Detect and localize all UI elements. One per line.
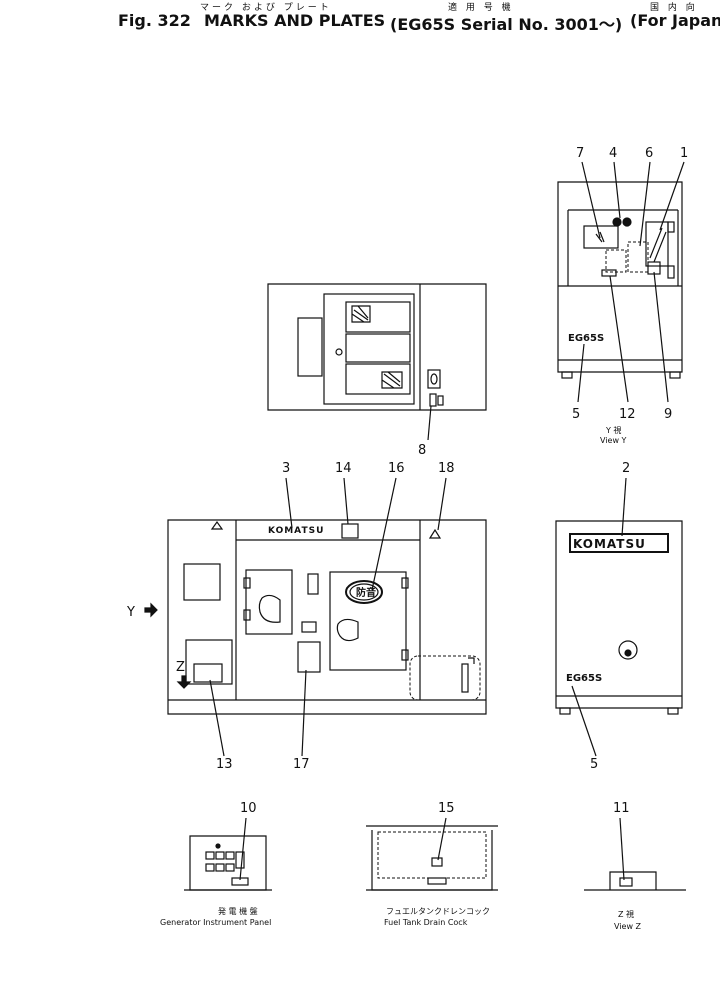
model-mark-front: EG65S xyxy=(566,673,602,684)
callout-11: 11 xyxy=(613,801,630,816)
view-z-caption: View Z xyxy=(614,922,642,931)
header-jp-market: 国 内 向 xyxy=(650,3,698,13)
callout-7: 7 xyxy=(576,146,584,161)
callout-12: 12 xyxy=(619,407,636,422)
view-z-caption-jp: Z 視 xyxy=(618,910,634,919)
view-y-caption: View Y xyxy=(600,436,627,445)
header-jp-title: マーク および プレート xyxy=(200,3,332,13)
komatsu-mark-side: KOMATSU xyxy=(268,526,324,536)
callout-2: 2 xyxy=(622,461,630,476)
view-z-marker: Z xyxy=(176,660,185,675)
callout-5-front: 5 xyxy=(590,757,598,772)
callout-4: 4 xyxy=(609,146,617,161)
view-y-marker: Y xyxy=(126,605,135,620)
komatsu-plate-front: KOMATSU xyxy=(573,537,646,551)
callout-16: 16 xyxy=(388,461,405,476)
figure-number: Fig. 322 xyxy=(118,11,191,30)
callout-9: 9 xyxy=(664,407,672,422)
front-view-drawing xyxy=(555,520,683,715)
callout-8: 8 xyxy=(418,443,426,458)
callout-5-view-y: 5 xyxy=(572,407,580,422)
drain-cock-caption: Fuel Tank Drain Cock xyxy=(384,918,468,927)
instrument-panel-caption-jp: 発 電 機 盤 xyxy=(218,906,258,916)
callout-6: 6 xyxy=(645,146,653,161)
callout-10: 10 xyxy=(240,801,257,816)
header-jp-applicable: 適 用 号 機 xyxy=(448,3,514,13)
callout-18: 18 xyxy=(438,461,455,476)
callout-13: 13 xyxy=(216,757,233,772)
model-mark-view-y: EG65S xyxy=(568,333,604,344)
soundproof-mark: 防音 xyxy=(356,586,376,599)
drain-cock-caption-jp: フュエルタンクドレンコック xyxy=(386,907,490,916)
drain-cock-drawing xyxy=(366,825,498,891)
page-title: MARKS AND PLATES xyxy=(204,11,386,30)
leader-lines xyxy=(209,161,685,881)
control-panel-view xyxy=(267,283,487,441)
callout-1: 1 xyxy=(680,146,688,161)
callout-15: 15 xyxy=(438,801,455,816)
callout-3: 3 xyxy=(282,461,290,476)
instrument-panel-caption: Generator Instrument Panel xyxy=(160,918,271,927)
view-y-drawing xyxy=(557,181,683,379)
market-label: (For Japan) xyxy=(630,11,720,30)
view-z-drawing xyxy=(584,871,686,891)
callout-14: 14 xyxy=(335,461,352,476)
callout-17: 17 xyxy=(293,757,310,772)
serial-range: (EG65S Serial No. 3001～) xyxy=(390,15,623,34)
instrument-panel-drawing xyxy=(184,835,272,891)
view-y-caption-jp: Y 視 xyxy=(605,426,621,435)
main-side-view xyxy=(144,519,487,715)
figure-header: マーク および プレート 適 用 号 機 国 内 向 Fig. 322 MARK… xyxy=(0,0,720,34)
